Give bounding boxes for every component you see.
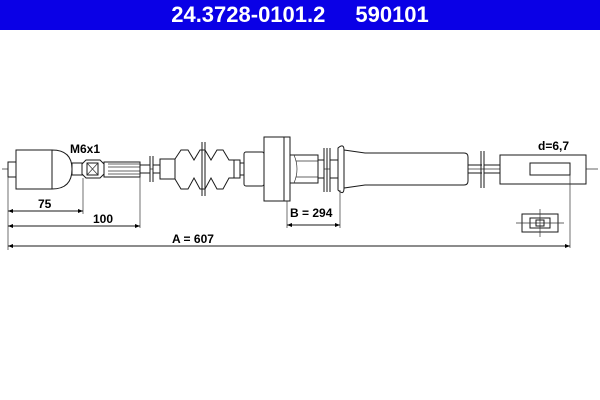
threaded-end: [7, 149, 161, 190]
cable-end-cross-section-icon: [516, 209, 564, 237]
dimension-b-label: B = 294: [290, 206, 333, 220]
dimension-a-label: A = 607: [172, 232, 214, 246]
reference-number: 590101: [355, 2, 429, 27]
part-number: 24.3728-0101.2: [171, 2, 326, 27]
bellows-boot: [159, 142, 265, 196]
diameter-label: d=6,7: [538, 139, 569, 153]
dimensions: [7, 177, 570, 250]
cable-handle: [337, 145, 500, 194]
cable-end-fitting: [499, 154, 587, 248]
thread-label: M6x1: [70, 142, 100, 156]
dimension-100-label: 100: [93, 212, 113, 226]
flange-hex: [263, 136, 339, 202]
title-bar: 24.3728-0101.2 590101: [0, 0, 600, 30]
dimension-75-label: 75: [38, 197, 52, 211]
